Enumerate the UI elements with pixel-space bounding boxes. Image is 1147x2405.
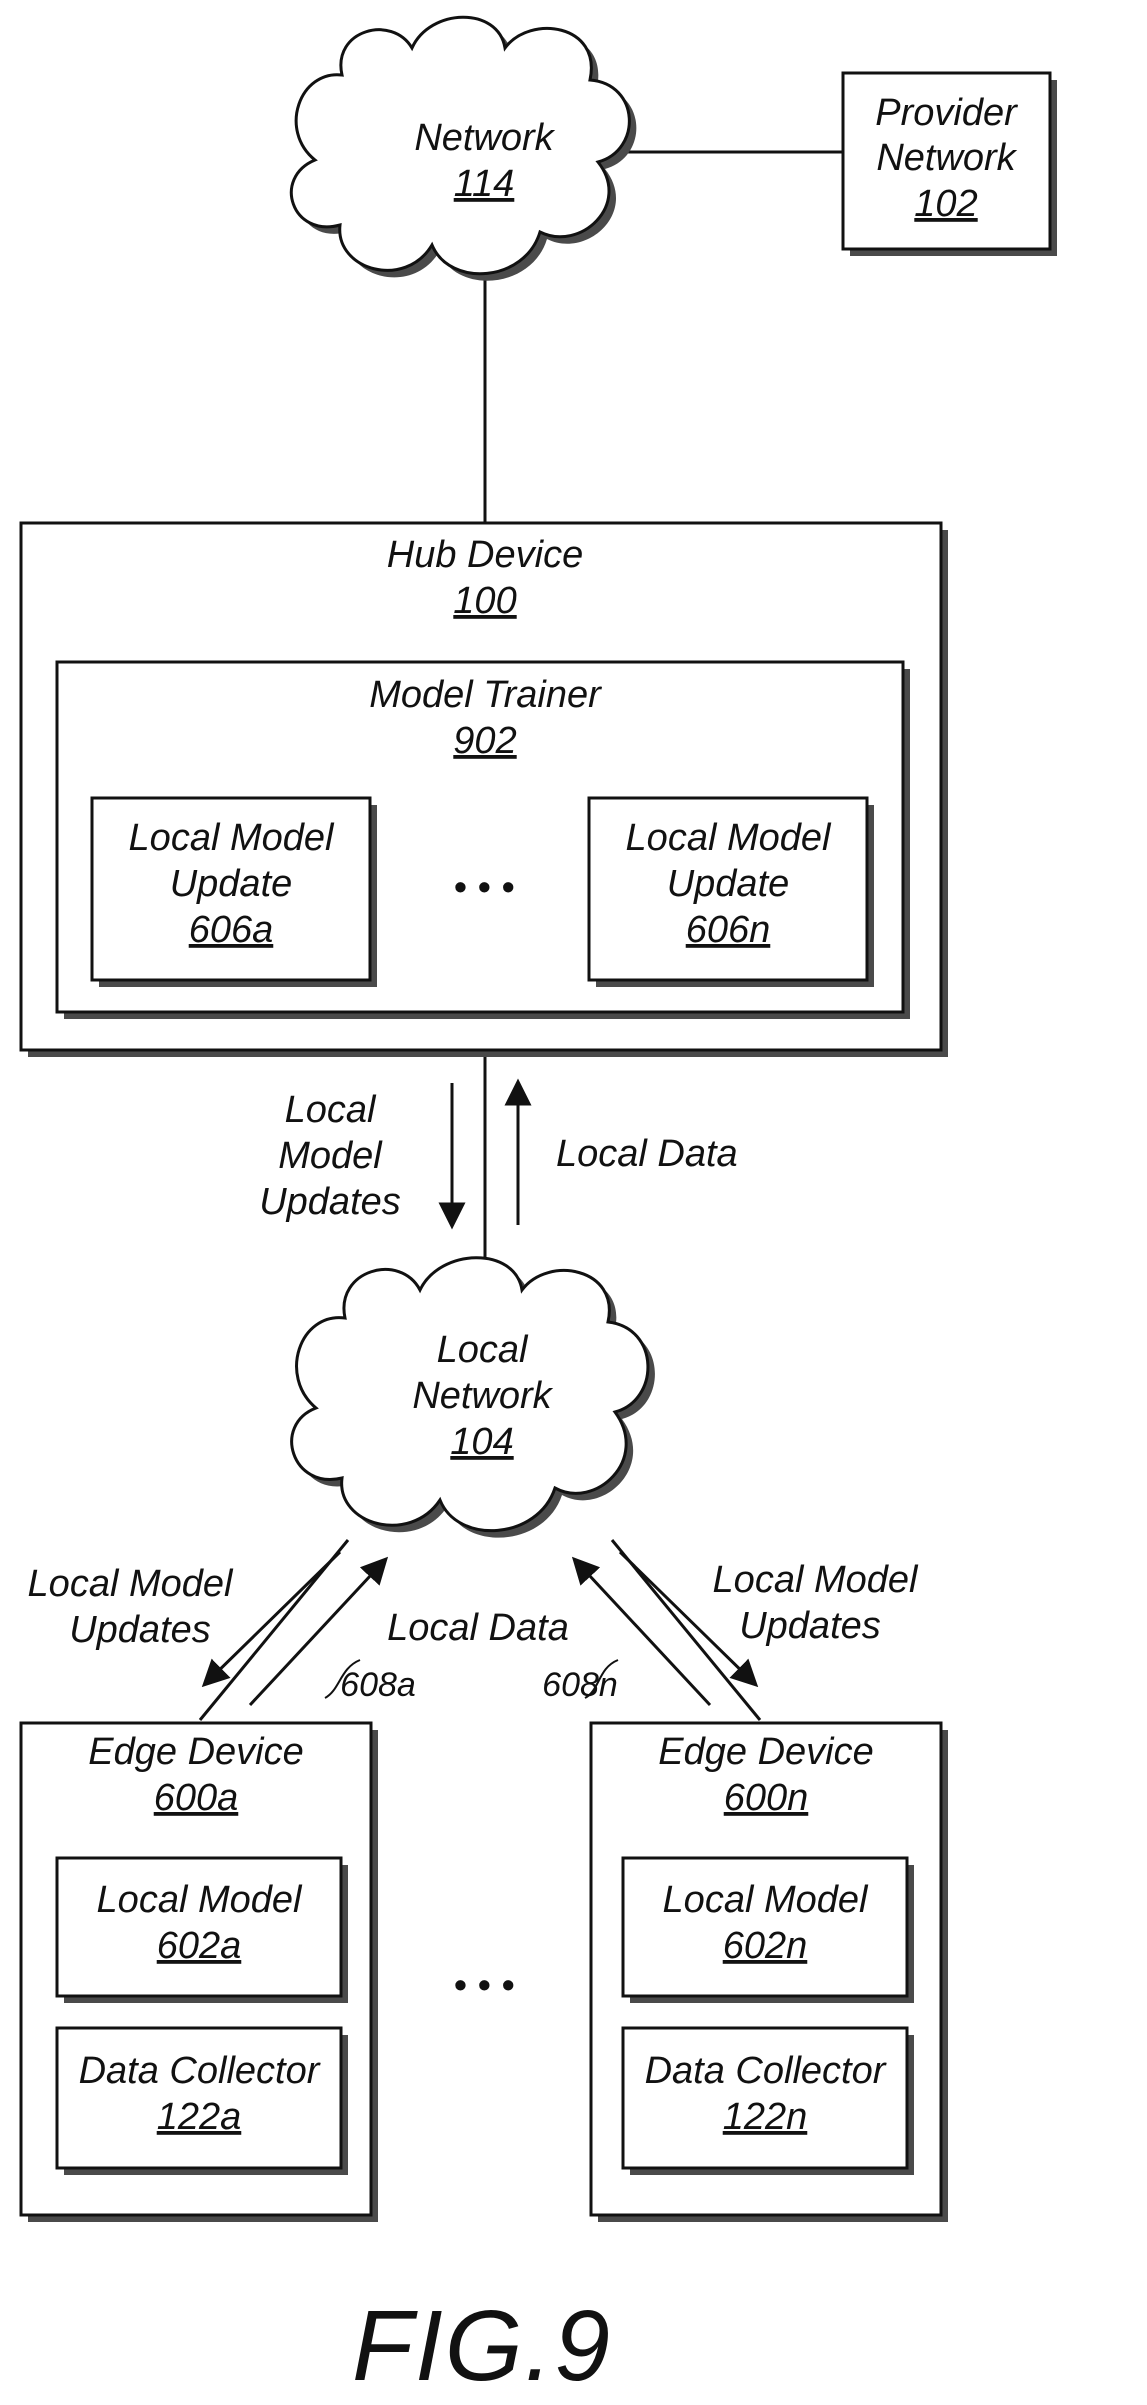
edge-a-label: Edge Device [88,1731,303,1773]
left-ref: 608a [340,1666,416,1704]
local-network-line2: Network [412,1375,553,1417]
model-trainer-box: Model Trainer 902 Local Model Update 606… [57,662,910,1019]
provider-label-line1: Provider [875,92,1018,134]
local-model-n-box: Local Model 602n [623,1858,914,2003]
right-updates-line2: Updates [739,1605,881,1647]
local-model-a-box: Local Model 602a [57,1858,348,2003]
network-cloud: Network 114 [291,17,636,280]
left-updates-line1: Local Model [28,1563,234,1605]
network-ref: 114 [454,163,515,205]
local-network-line1: Local [437,1329,529,1371]
hub-down-line3: Updates [259,1181,401,1223]
edge-ellipsis: • • • [453,1965,514,2007]
provider-label-line2: Network [876,137,1017,179]
update-a-line2: Update [170,863,293,905]
data-collector-a-ref: 122a [157,2096,242,2138]
edge-a-ref: 600a [154,1777,239,1819]
right-updates-line1: Local Model [713,1559,919,1601]
local-model-n-ref: 602n [723,1925,808,1967]
update-n-line1: Local Model [626,817,832,859]
network-label: Network [414,117,555,159]
update-a-line1: Local Model [129,817,335,859]
hub-up-label: Local Data [556,1133,738,1175]
local-model-update-a-box: Local Model Update 606a [92,798,377,987]
edge-n-label: Edge Device [658,1731,873,1773]
data-collector-n-label: Data Collector [645,2050,887,2092]
local-network-cloud: Local Network 104 [292,1258,655,1538]
provider-ref: 102 [914,183,977,225]
edge-device-n-box: Edge Device 600n Local Model 602n Data C… [591,1723,948,2222]
hub-device-box: Hub Device 100 Model Trainer 902 Local M… [21,523,948,1057]
hub-down-line1: Local [285,1089,377,1131]
left-updates-line2: Updates [69,1609,211,1651]
update-n-ref: 606n [686,909,771,951]
update-a-ref: 606a [189,909,274,951]
data-collector-a-box: Data Collector 122a [57,2028,348,2175]
trainer-label: Model Trainer [369,674,602,716]
local-model-update-n-box: Local Model Update 606n [589,798,874,987]
local-model-a-label: Local Model [97,1879,303,1921]
data-collector-n-box: Data Collector 122n [623,2028,914,2175]
edge-n-ref: 600n [724,1777,809,1819]
provider-network-box: Provider Network 102 [843,73,1057,256]
hub-down-line2: Model [278,1135,383,1177]
data-collector-n-ref: 122n [723,2096,808,2138]
edge-device-a-box: Edge Device 600a Local Model 602a Data C… [21,1723,378,2222]
trainer-ellipsis: • • • [453,867,514,909]
local-model-a-ref: 602a [157,1925,242,1967]
trainer-ref: 902 [453,720,516,762]
data-collector-a-label: Data Collector [79,2050,321,2092]
local-model-n-label: Local Model [663,1879,869,1921]
figure-caption: FIG.9 [352,2290,612,2402]
right-ref: 608n [542,1666,618,1704]
hub-ref: 100 [453,580,516,622]
update-n-line2: Update [667,863,790,905]
hub-label: Hub Device [387,534,583,576]
local-network-ref: 104 [450,1421,513,1463]
left-data-label: Local Data [387,1607,569,1649]
